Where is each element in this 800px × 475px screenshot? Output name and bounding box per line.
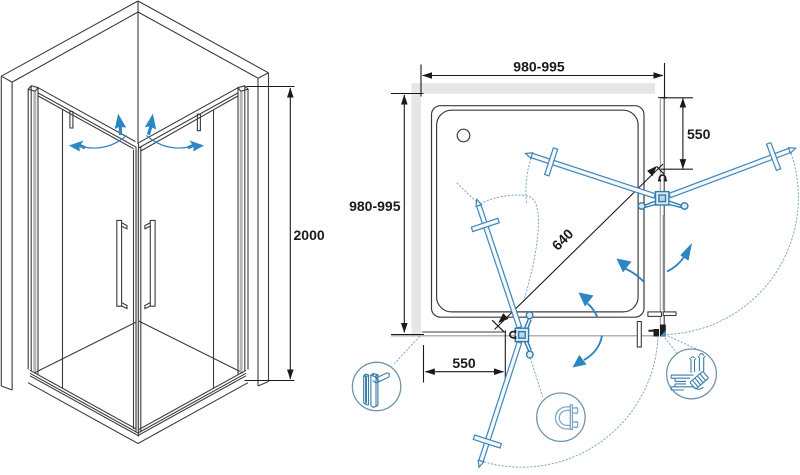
svg-text:640: 640: [549, 225, 577, 253]
svg-text:980-995: 980-995: [349, 198, 401, 214]
svg-text:550: 550: [687, 126, 711, 142]
svg-text:550: 550: [452, 355, 476, 371]
svg-text:2000: 2000: [294, 227, 325, 243]
svg-text:980-995: 980-995: [513, 59, 565, 75]
